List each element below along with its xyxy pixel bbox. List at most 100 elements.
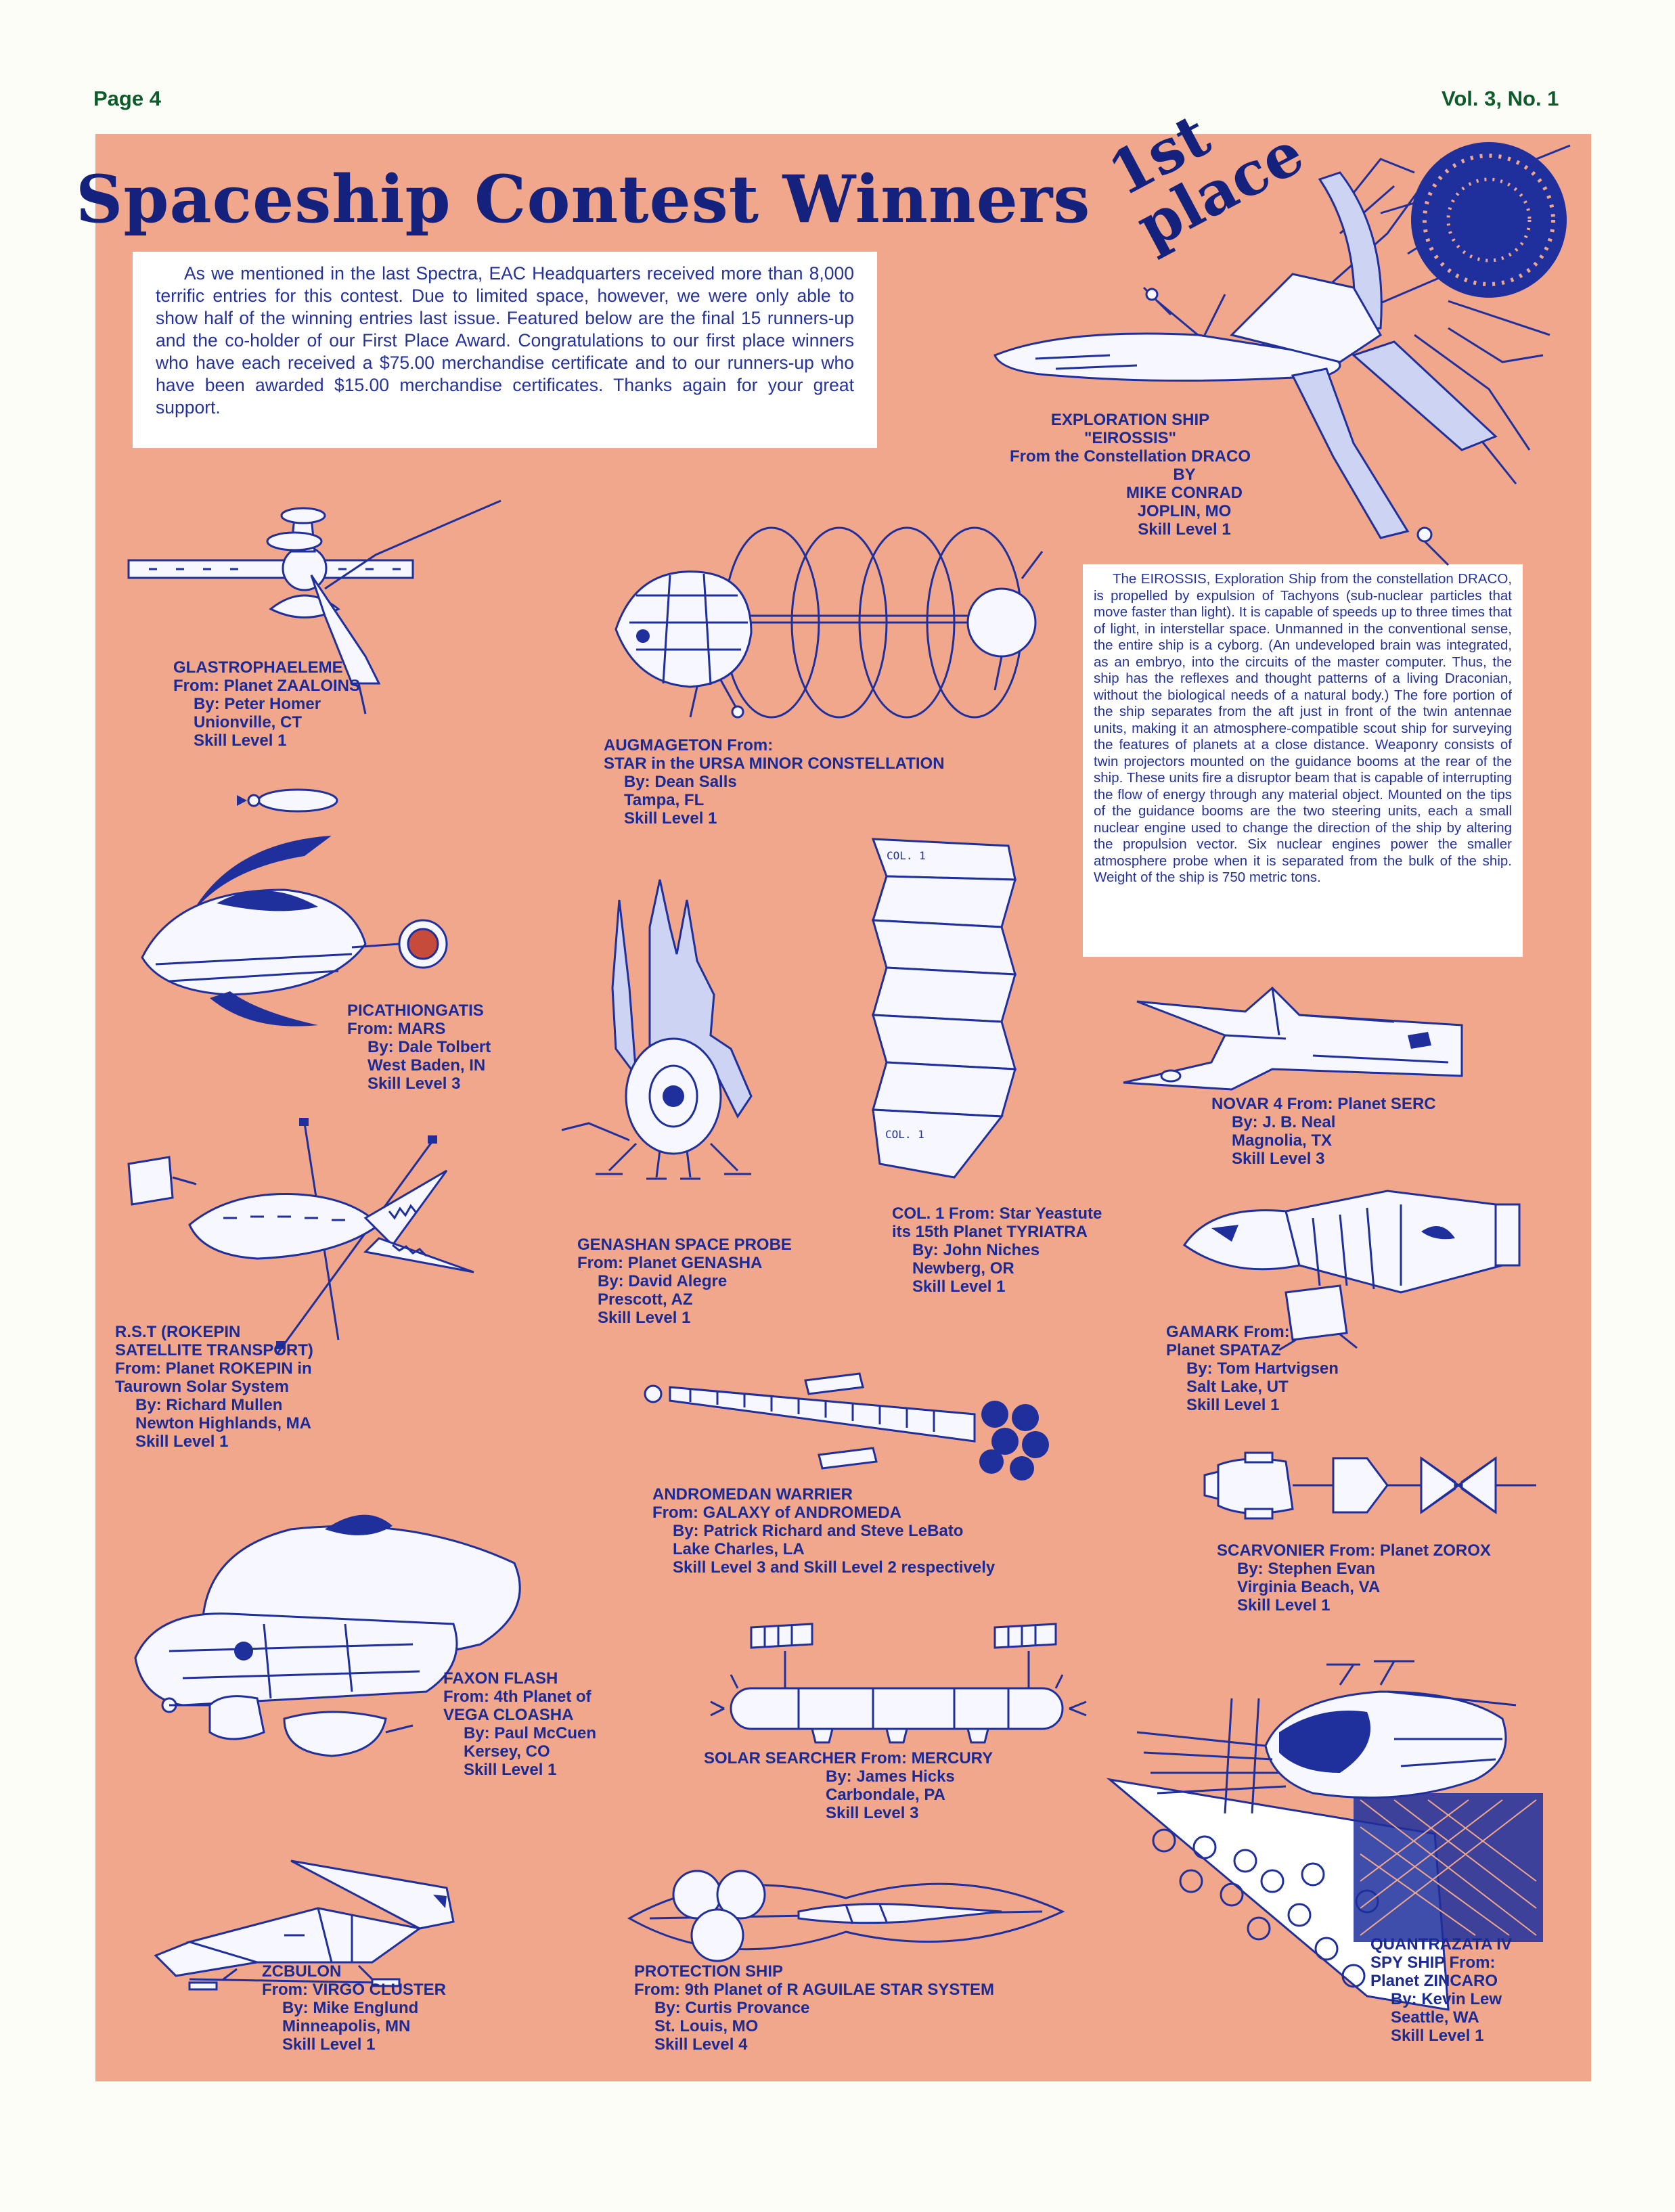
- quantrazata-illustration: [1096, 1658, 1543, 2016]
- caption-line: COL. 1 From: Star Yeastute: [892, 1204, 1102, 1223]
- caption-line: By: Paul McCuen: [464, 1724, 597, 1742]
- page-number: Page 4: [93, 87, 161, 110]
- caption-quantrazata: QUANTRAZATA IV SPY SHIP From: Planet ZIN…: [1370, 1935, 1512, 2045]
- solar-searcher-illustration: [711, 1621, 1090, 1756]
- caption-augmageton: AUGMAGETON From: STAR in the URSA MINOR …: [604, 736, 945, 828]
- caption-line: From: GALAXY of ANDROMEDA: [652, 1504, 901, 1522]
- caption-line: Skill Level 1: [624, 809, 717, 828]
- caption-line: SPY SHIP From:: [1370, 1954, 1496, 1972]
- caption-line: R.S.T (ROKEPIN: [115, 1323, 241, 1341]
- caption-line: From: 4th Planet of: [443, 1688, 591, 1706]
- glastrophaeleme-illustration: [122, 480, 555, 717]
- caption-line: Newton Highlands, MA: [135, 1414, 311, 1432]
- caption-line: By: David Alegre: [598, 1272, 728, 1290]
- col1-illustration: COL. 1 COL. 1: [859, 826, 1029, 1191]
- caption-line: By: J. B. Neal: [1232, 1113, 1336, 1131]
- intro-text: As we mentioned in the last Spectra, EAC…: [133, 252, 877, 448]
- caption-line: GLASTROPHAELEME: [173, 658, 343, 677]
- page-title: Spaceship Contest Winners: [76, 161, 1091, 238]
- caption-line: By: Curtis Provance: [654, 1999, 810, 2017]
- caption-line: By: John Niches: [912, 1241, 1040, 1259]
- caption-line: From: VIRGO CLUSTER: [262, 1981, 447, 1999]
- caption-line: From: Planet ZAALOINS: [173, 677, 361, 695]
- caption-solar-searcher: SOLAR SEARCHER From: MERCURY By: James H…: [704, 1749, 993, 1822]
- caption-gamark: GAMARK From: Planet SPATAZ By: Tom Hartv…: [1166, 1323, 1339, 1414]
- caption-line: QUANTRAZATA IV: [1370, 1935, 1512, 1954]
- caption-genashan: GENASHAN SPACE PROBE From: Planet GENASH…: [577, 1236, 792, 1327]
- caption-line: ANDROMEDAN WARRIER: [652, 1485, 853, 1504]
- caption-line: Planet SPATAZ: [1166, 1341, 1281, 1359]
- caption-line: By: Dean Salls: [624, 773, 737, 791]
- col1-top-label: COL. 1: [887, 849, 926, 862]
- caption-col1: COL. 1 From: Star Yeastute its 15th Plan…: [892, 1204, 1102, 1296]
- caption-line: By: Kevin Lew: [1391, 1990, 1502, 2008]
- caption-line: Minneapolis, MN: [282, 2017, 411, 2035]
- caption-line: SCARVONIER From: Planet ZOROX: [1217, 1541, 1491, 1560]
- caption-line: From: Planet GENASHA: [577, 1254, 763, 1272]
- caption-line: SATELLITE TRANSPORT): [115, 1341, 313, 1359]
- caption-line: By: Stephen Evan: [1237, 1560, 1376, 1578]
- caption-line: Skill Level 4: [654, 2035, 748, 2054]
- caption-rst: R.S.T (ROKEPIN SATELLITE TRANSPORT) From…: [115, 1323, 313, 1451]
- caption-line: Skill Level 1: [1391, 2027, 1484, 2045]
- caption-line: By: Tom Hartvigsen: [1186, 1359, 1339, 1378]
- winner-caption-line: From the Constellation DRACO: [1009, 447, 1251, 466]
- caption-line: Carbondale, PA: [826, 1786, 945, 1804]
- winner-caption-line: MIKE CONRAD: [1126, 484, 1243, 502]
- caption-line: PICATHIONGATIS: [347, 1001, 484, 1020]
- caption-line: Virginia Beach, VA: [1237, 1578, 1381, 1596]
- col1-bottom-label: COL. 1: [885, 1128, 924, 1141]
- winner-caption-line: JOPLIN, MO: [1137, 502, 1232, 520]
- caption-line: Skill Level 1: [135, 1432, 229, 1451]
- novar4-illustration: [1110, 974, 1489, 1096]
- caption-line: Kersey, CO: [464, 1742, 550, 1761]
- caption-line: From: MARS: [347, 1020, 446, 1038]
- caption-line: By: Richard Mullen: [135, 1396, 283, 1414]
- caption-line: Skill Level 1: [464, 1761, 557, 1779]
- scarvonier-illustration: [1198, 1445, 1550, 1533]
- winner-description: The EIROSSIS, Exploration Ship from the …: [1083, 564, 1523, 957]
- rst-illustration: [122, 1118, 501, 1353]
- winner-caption-line: EXPLORATION SHIP: [1050, 411, 1210, 429]
- caption-line: Tampa, FL: [624, 791, 705, 809]
- caption-line: SOLAR SEARCHER From: MERCURY: [704, 1749, 993, 1767]
- caption-line: By: Patrick Richard and Steve LeBato: [673, 1522, 964, 1540]
- caption-scarvonier: SCARVONIER From: Planet ZOROX By: Stephe…: [1217, 1541, 1491, 1615]
- caption-glastrophaeleme: GLASTROPHAELEME From: Planet ZAALOINS By…: [173, 658, 360, 750]
- caption-line: GAMARK From:: [1166, 1323, 1290, 1341]
- caption-line: From: 9th Planet of R AGUILAE STAR SYSTE…: [634, 1981, 995, 1999]
- caption-line: Skill Level 3 and Skill Level 2 respecti…: [673, 1558, 996, 1577]
- genashan-illustration: [548, 873, 805, 1184]
- eirossis-illustration: [975, 142, 1584, 572]
- caption-picathiongatis: PICATHIONGATIS From: MARS By: Dale Tolbe…: [347, 1001, 491, 1093]
- winner-caption-line: BY: [1173, 466, 1196, 484]
- augmageton-illustration: [596, 514, 1069, 738]
- caption-line: Salt Lake, UT: [1186, 1378, 1289, 1396]
- caption-line: By: Dale Tolbert: [367, 1038, 491, 1056]
- caption-line: By: James Hicks: [826, 1767, 955, 1786]
- caption-line: Skill Level 1: [282, 2035, 376, 2054]
- caption-line: FAXON FLASH: [443, 1669, 558, 1688]
- caption-line: Skill Level 3: [367, 1075, 461, 1093]
- caption-line: Skill Level 3: [826, 1804, 919, 1822]
- andromedan-illustration: [636, 1360, 1049, 1481]
- caption-line: By: Peter Homer: [194, 695, 321, 713]
- caption-andromedan: ANDROMEDAN WARRIER From: GALAXY of ANDRO…: [652, 1485, 995, 1577]
- faxon-illustration: [129, 1514, 548, 1773]
- caption-line: From: Planet ROKEPIN in: [115, 1359, 312, 1378]
- caption-line: AUGMAGETON From:: [604, 736, 774, 754]
- caption-line: VEGA CLOASHA: [443, 1706, 574, 1724]
- caption-line: Newberg, OR: [912, 1259, 1014, 1278]
- caption-line: NOVAR 4 From: Planet SERC: [1211, 1095, 1436, 1113]
- caption-line: Skill Level 1: [1186, 1396, 1280, 1414]
- caption-line: Taurown Solar System: [115, 1378, 289, 1396]
- caption-novar4: NOVAR 4 From: Planet SERC By: J. B. Neal…: [1211, 1095, 1436, 1168]
- caption-line: Seattle, WA: [1391, 2008, 1479, 2027]
- caption-faxon: FAXON FLASH From: 4th Planet of VEGA CLO…: [443, 1669, 596, 1779]
- caption-line: Skill Level 1: [1237, 1596, 1331, 1615]
- caption-line: Skill Level 1: [598, 1309, 691, 1327]
- caption-line: St. Louis, MO: [654, 2017, 759, 2035]
- gamark-illustration: [1178, 1177, 1529, 1353]
- caption-line: West Baden, IN: [367, 1056, 486, 1075]
- caption-line: STAR in the URSA MINOR CONSTELLATION: [604, 754, 945, 773]
